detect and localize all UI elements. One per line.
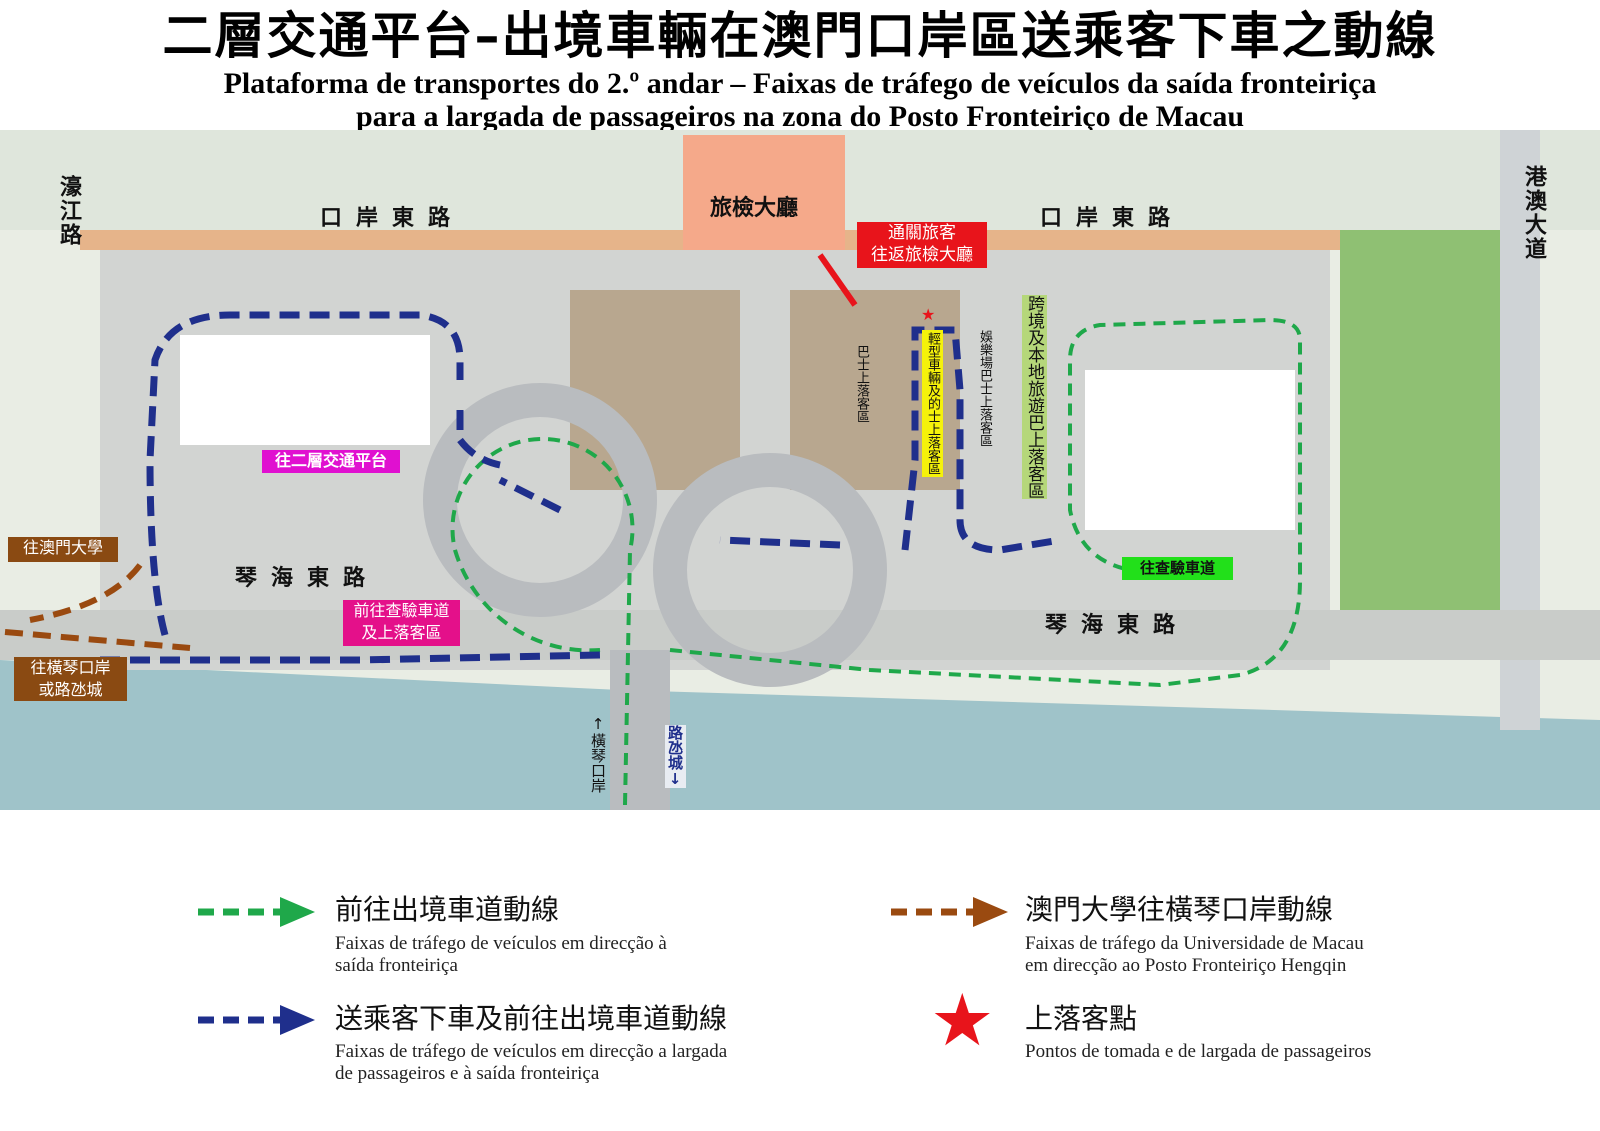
green-park xyxy=(1340,230,1500,610)
light-vehicle-zone-label: 輕型車輛及的士上落客區 xyxy=(922,330,943,477)
casino-bus-zone-label: 娛樂場巴士上落客區 xyxy=(977,330,992,447)
legend-green-title: 前往出境車道動線 xyxy=(335,893,560,926)
road-hk-macau-ave: 港澳大道 xyxy=(1521,165,1546,261)
to-hengqin-line2: 或路氹城 xyxy=(38,680,103,699)
bus-bay-west xyxy=(570,290,740,490)
legend-blue-desc: Faixas de tráfego de veículos em direcçã… xyxy=(335,1041,728,1084)
building-east xyxy=(1085,370,1295,530)
brown-arrow-icon xyxy=(891,897,1008,927)
brown-route xyxy=(4,563,191,651)
road-border-east-left: 口岸東路 xyxy=(320,206,465,231)
road-border-east-right: 口岸東路 xyxy=(1040,206,1185,231)
legend-brown-desc: Faixas de tráfego da Universidade de Mac… xyxy=(1025,933,1364,976)
passenger-info-box: 通關旅客 往返旅檢大廳 xyxy=(857,222,987,268)
road-kam-hoi-left: 琴海東路 xyxy=(235,566,380,591)
map-drawing xyxy=(0,130,1600,810)
tour-bus-zone-label: 跨境及本地旅遊巴上落客區 xyxy=(1022,295,1047,499)
passenger-box-line1: 通關旅客 xyxy=(888,223,956,243)
road-kam-hoi-right: 琴海東路 xyxy=(1045,613,1190,638)
road-hou-kong: 濠江路 xyxy=(56,175,81,247)
map: 濠江路 口岸東路 口岸東路 港澳大道 琴海東路 琴海東路 旅檢大廳 通關旅客 往… xyxy=(0,130,1600,810)
to-inspection-label: 往查驗車道 xyxy=(1122,557,1233,580)
legend-star-desc: Pontos de tomada e de largada de passage… xyxy=(1025,1041,1372,1062)
bus-zone-label: 巴士上落客區 xyxy=(854,345,869,423)
passenger-hall-label: 旅檢大廳 xyxy=(710,196,799,221)
to-um-label: 往澳門大學 xyxy=(8,537,118,562)
building-west xyxy=(180,335,430,445)
legend-brown-title: 澳門大學往橫琴口岸動線 xyxy=(1025,893,1334,926)
blue-arrow-icon xyxy=(198,1005,315,1035)
to-inspection-pickup-label: 前往查驗車道 及上落客區 xyxy=(343,600,460,646)
red-star-icon: ★ xyxy=(930,978,995,1062)
hengqin-port-label: ↑橫琴口岸 xyxy=(589,715,607,793)
cotai-text: 路氹城 xyxy=(666,725,684,770)
legend-blue-title: 送乘客下車及前往出境車道動線 xyxy=(335,1002,728,1035)
green-arrow-icon xyxy=(198,897,315,927)
star-icon: ★ xyxy=(921,305,936,324)
to-inspection-pickup-line2: 及上落客區 xyxy=(361,623,442,642)
subtitle-line2: para a largada de passageiros na zona do… xyxy=(355,100,1245,133)
to-inspection-pickup-line1: 前往查驗車道 xyxy=(353,601,450,620)
loop-ramp-west xyxy=(423,383,657,617)
to-hengqin-label: 往橫琴口岸 或路氹城 xyxy=(14,657,127,701)
to-hengqin-line1: 往橫琴口岸 xyxy=(30,658,111,677)
legend-green-desc: Faixas de tráfego de veículos em direcçã… xyxy=(335,933,667,976)
subtitle-line1: Plataforma de transportes do 2.º andar –… xyxy=(223,67,1377,100)
cotai-label: 路氹城↓ xyxy=(665,725,686,788)
bridge xyxy=(610,650,670,810)
hengqin-port-text: 橫琴口岸 xyxy=(589,733,607,793)
to-platform-label: 往二層交通平台 xyxy=(262,450,400,473)
green-route xyxy=(450,317,1302,806)
loop-ramp-east xyxy=(653,453,887,687)
passenger-box-line2: 往返旅檢大廳 xyxy=(871,245,973,265)
passenger-hall xyxy=(683,135,845,250)
page-title: 二層交通平台–出境車輛在澳門口岸區送乘客下車之動線 xyxy=(162,7,1438,65)
legend-star-title: 上落客點 xyxy=(1025,1002,1138,1035)
red-double-arrow xyxy=(817,253,858,307)
river xyxy=(0,660,1600,810)
